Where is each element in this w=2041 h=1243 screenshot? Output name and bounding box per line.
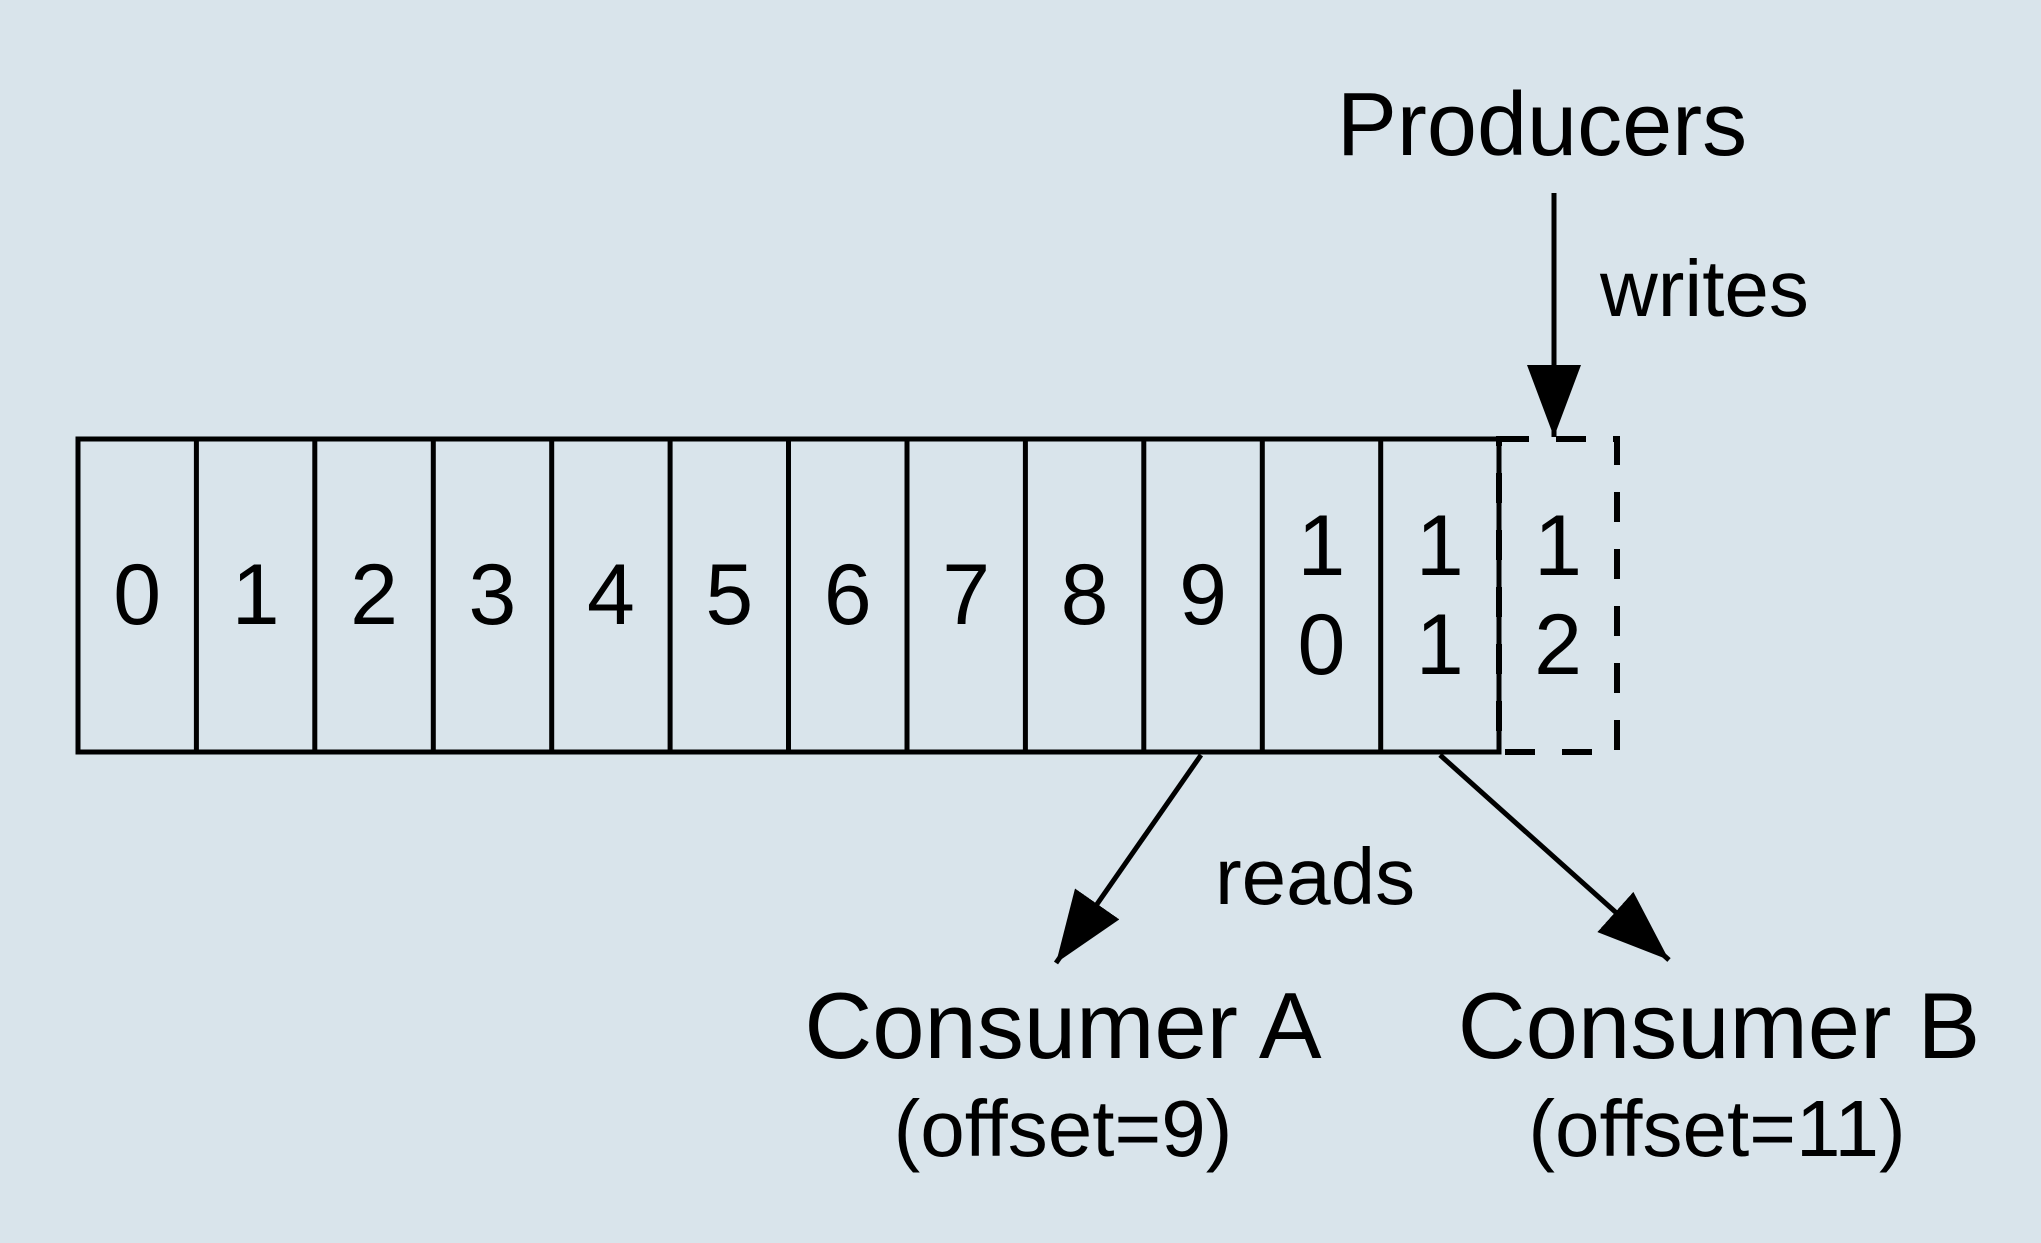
log-cell-8: 8 — [1060, 547, 1109, 644]
log-cell-10: 1 0 — [1297, 498, 1346, 693]
reads-arrow-consumer-a — [1053, 753, 1204, 965]
reads-label: reads — [1215, 832, 1416, 921]
consumer-a-offset: (offset=9) — [893, 1084, 1233, 1173]
log-cell-4: 4 — [586, 547, 635, 644]
log-cell-0: 0 — [113, 547, 162, 644]
log-cell-5: 5 — [705, 547, 754, 644]
writes-label: writes — [1600, 244, 1809, 333]
log-cell-1: 1 — [231, 547, 280, 644]
consumer-b-offset: (offset=11) — [1528, 1084, 1906, 1173]
consumer-b-label: Consumer B — [1457, 973, 1981, 1078]
log-cell-12-next-slot: 1 2 — [1534, 498, 1582, 693]
log-cell-9: 9 — [1179, 547, 1227, 644]
log-cell-3: 3 — [468, 547, 517, 644]
log-cells-row: 0 1 2 3 4 5 6 7 8 9 1 0 1 1 — [78, 439, 1499, 752]
log-cell-7: 7 — [942, 547, 991, 644]
log-cell-11: 1 1 — [1415, 498, 1464, 693]
producers-label: Producers — [1336, 75, 1748, 175]
log-cell-6: 6 — [823, 547, 872, 644]
next-slot-dashed-box — [1496, 436, 1620, 755]
consumer-a-label: Consumer A — [804, 973, 1322, 1078]
reads-arrow-consumer-b — [1438, 753, 1671, 962]
log-cell-2: 2 — [350, 547, 398, 644]
